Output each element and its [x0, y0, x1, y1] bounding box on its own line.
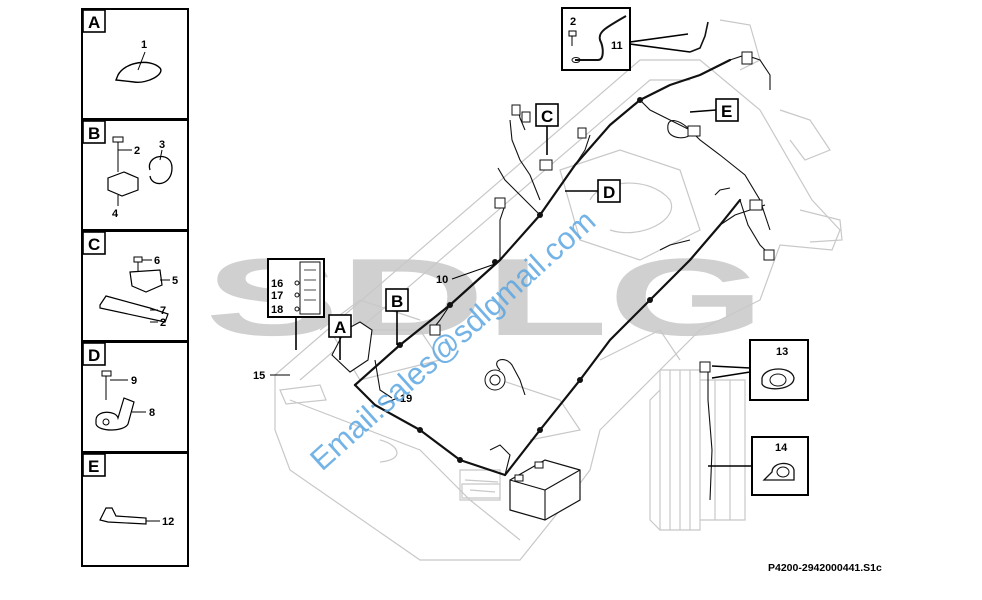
panel-e-letter: E — [88, 457, 99, 476]
svg-text:D: D — [603, 183, 615, 202]
panel-c-letter: C — [88, 235, 100, 254]
panel-b-letter: B — [88, 124, 100, 143]
panel-d-part-8: 8 — [149, 407, 155, 419]
bolt-icon — [101, 370, 112, 400]
part-15-label: 15 — [253, 370, 265, 382]
cable-tie-icon — [115, 61, 162, 83]
mounting-bracket-icon — [99, 295, 169, 323]
clamp-icon — [148, 155, 173, 185]
detail-panel-e: E 12 — [81, 452, 189, 567]
fuse-inset-box: 16 17 18 — [267, 258, 325, 350]
view-callout-e: E — [689, 98, 739, 122]
panel-c-part-5: 5 — [172, 275, 178, 287]
part-17-label: 17 — [271, 290, 283, 302]
panel-c-part-7: 7 — [160, 305, 166, 317]
radiator-outline — [649, 369, 746, 531]
part-13-label: 13 — [776, 346, 788, 358]
part-19-label: 19 — [400, 393, 412, 405]
panel-d-letter: D — [88, 346, 100, 365]
svg-text:A: A — [334, 318, 346, 337]
control-bracket — [331, 321, 506, 399]
clamp-14-inset: 14 — [708, 436, 809, 496]
panel-b-part-3: 3 — [159, 139, 165, 151]
view-callout-b: B — [385, 288, 409, 345]
panel-b-part-4: 4 — [112, 208, 119, 220]
part-10-label: 10 — [436, 274, 448, 286]
view-callout-c: C — [535, 103, 559, 155]
panel-a-part-1: 1 — [141, 39, 147, 51]
connector-icon — [129, 269, 163, 293]
figure-reference: P4200-2942000441.S1c — [768, 562, 882, 574]
panel-a-letter: A — [88, 13, 100, 32]
part-14-label: 14 — [775, 442, 788, 454]
svg-text:B: B — [391, 292, 403, 311]
svg-text:E: E — [721, 102, 732, 121]
bracket-icon — [107, 171, 139, 197]
panel-e-part-12: 12 — [162, 516, 174, 528]
panel-d-part-9: 9 — [131, 375, 137, 387]
machine-frame — [274, 19, 843, 561]
panel-c-part-6: 6 — [154, 255, 160, 267]
wiring-harness — [353, 51, 775, 501]
part-18-label: 18 — [271, 304, 283, 316]
detail-panel-a: A 1 — [81, 8, 189, 120]
clamp-13-inset: 13 — [711, 339, 809, 401]
part-11-label: 11 — [611, 40, 623, 52]
view-callout-a: A — [328, 314, 352, 360]
battery-box — [509, 459, 581, 521]
detail-panel-d: D 9 8 — [81, 341, 189, 453]
view-callout-d: D — [565, 179, 621, 203]
panel-b-part-2: 2 — [134, 145, 140, 157]
detail-panel-b: B 2 3 4 — [81, 119, 189, 231]
ring-terminal-icon — [95, 397, 135, 431]
bolt-icon — [112, 136, 124, 172]
ground-cable-inset: 2 11 — [561, 7, 709, 71]
panel-c-part-2: 2 — [160, 317, 166, 329]
detail-panel-c: C 6 5 7 2 — [81, 230, 189, 342]
strap-bracket-icon — [99, 507, 147, 525]
svg-text:C: C — [541, 107, 553, 126]
inset-part-2-label: 2 — [570, 16, 576, 28]
part-16-label: 16 — [271, 278, 283, 290]
